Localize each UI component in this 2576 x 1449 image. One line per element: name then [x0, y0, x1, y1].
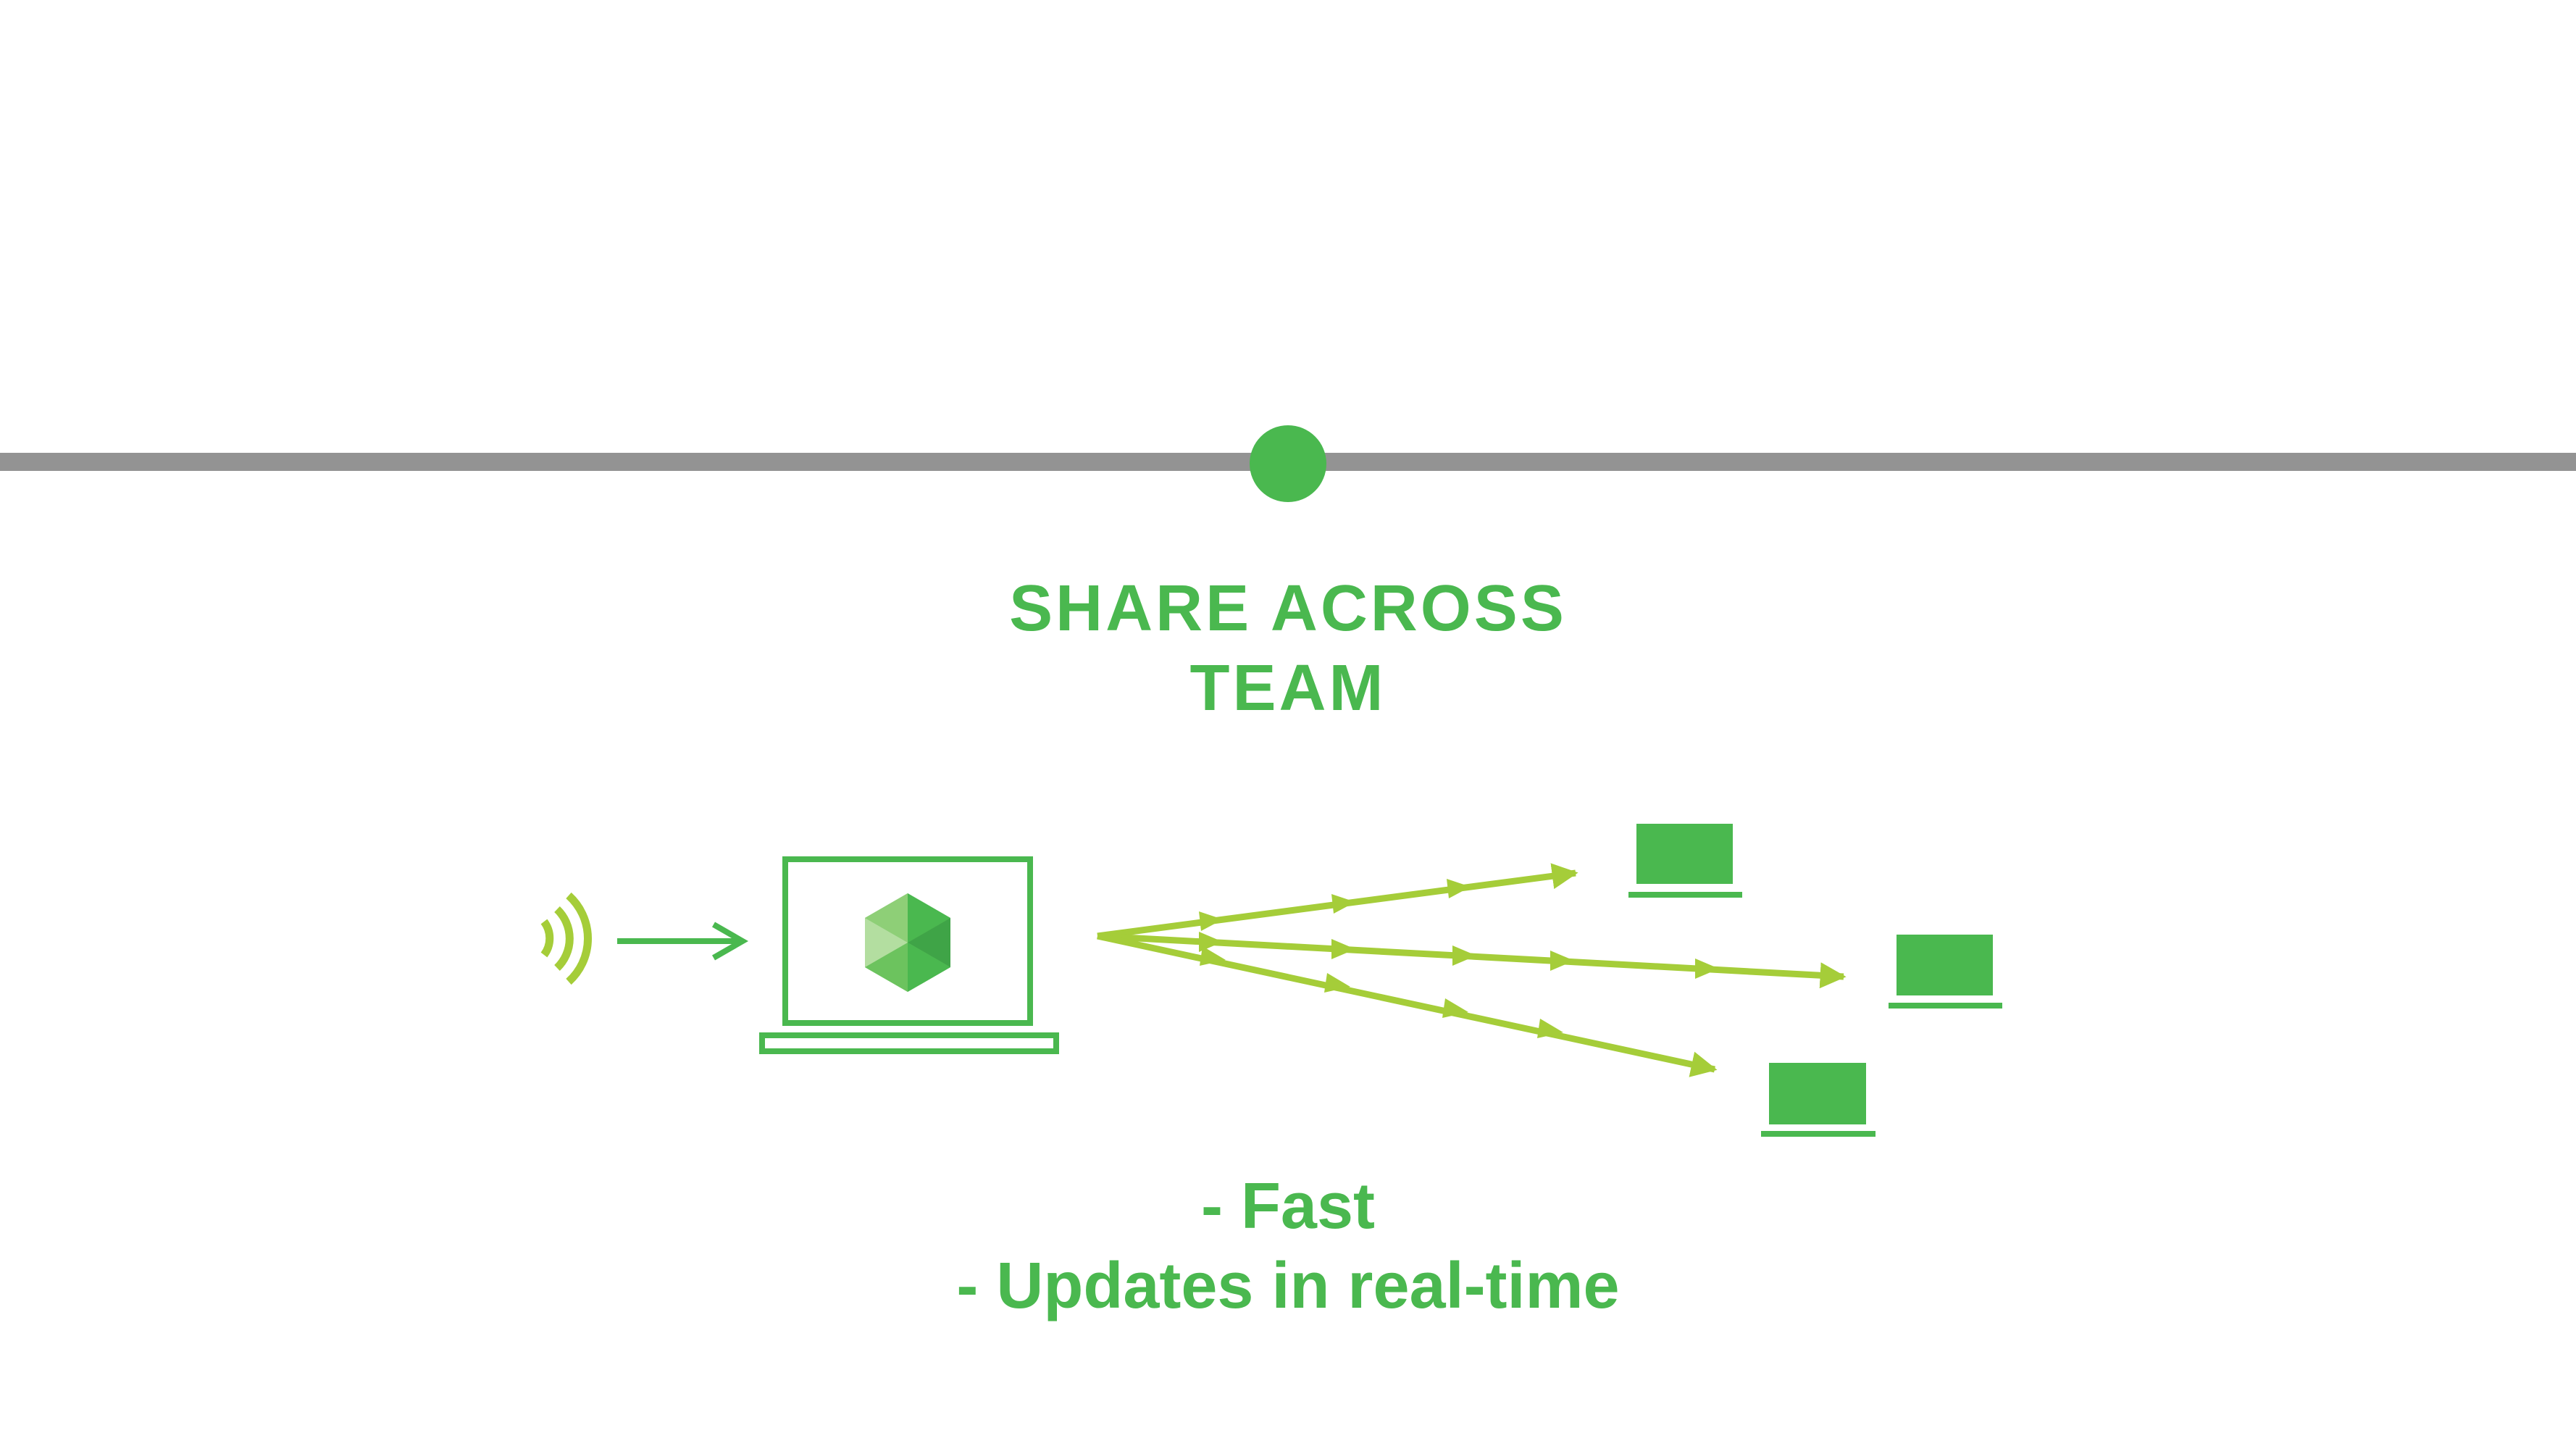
distribution-arrows	[1097, 863, 1847, 1077]
hexagon-logo-icon	[865, 893, 950, 992]
wifi-signal-icon	[540, 892, 592, 985]
note-fast: - Fast	[1200, 1170, 1376, 1243]
arrow-to-recipient-3	[1097, 932, 1718, 1077]
data-packet-chevrons	[1199, 879, 1719, 1038]
title-line-2: TEAM	[1189, 652, 1387, 724]
timeline-milestone-dot	[1250, 425, 1326, 502]
title-line-1: SHARE ACROSS	[1009, 572, 1567, 645]
input-arrow	[617, 922, 749, 961]
recipient-laptop-icon	[1889, 935, 2002, 1009]
feature-notes: - Fast - Updates in real-time	[0, 1166, 2576, 1326]
note-realtime: - Updates in real-time	[956, 1250, 1620, 1322]
source-laptop-icon	[759, 856, 1059, 1054]
section-title: SHARE ACROSS TEAM	[0, 569, 2576, 728]
recipient-laptop-icon	[1761, 1063, 1875, 1137]
recipient-laptop-icon	[1628, 824, 1742, 898]
